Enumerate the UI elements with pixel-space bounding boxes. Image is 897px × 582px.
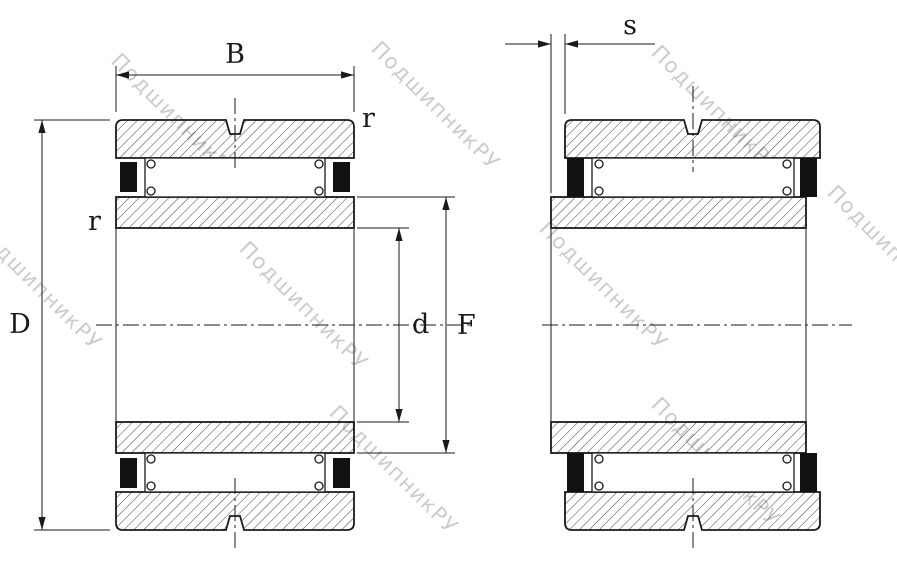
cage-ring-section — [594, 159, 604, 169]
dimension-d: d — [357, 227, 429, 423]
seal-section — [567, 158, 584, 197]
dimension-F: F — [357, 196, 476, 454]
end-block — [333, 458, 350, 488]
watermark-text: ПодшипникРУ — [822, 181, 897, 319]
watermark-text: ПодшипникРУ — [534, 217, 672, 355]
label-width-B: B — [225, 39, 245, 70]
label-raceway-F: F — [457, 310, 476, 341]
dimension-s: s — [505, 10, 655, 193]
cage-ring-section — [146, 186, 156, 196]
inner-ring-bottom-section — [115, 421, 355, 454]
watermark-text: ПодшипникРУ — [234, 237, 372, 375]
inner-ring-top-section — [115, 196, 355, 229]
centerlines — [96, 86, 852, 552]
cage-ring-section — [314, 481, 324, 491]
end-block — [120, 458, 137, 488]
cage-ring-section — [594, 186, 604, 196]
cage-ring-section — [146, 454, 156, 464]
cage-ring-section — [146, 481, 156, 491]
cage-ring-section — [314, 186, 324, 196]
cage-ring-section — [782, 186, 792, 196]
cage-ring-section — [782, 159, 792, 169]
cage-ring-section — [314, 159, 324, 169]
outer-ring-top-section — [564, 119, 821, 159]
end-block — [120, 162, 137, 192]
label-outer-diameter-D: D — [9, 309, 31, 340]
cage-ring-section — [594, 454, 604, 464]
dimension-D: D — [9, 119, 110, 531]
cage-ring-section — [782, 481, 792, 491]
cage-ring-section — [314, 454, 324, 464]
watermark-text: ПодшипникРУ — [366, 37, 504, 175]
inner-ring-top-section — [550, 196, 807, 229]
seal-section — [800, 453, 817, 492]
cage-ring-section — [146, 159, 156, 169]
label-offset-s: s — [623, 10, 637, 41]
inner-ring-bottom-section — [550, 421, 807, 454]
cage-ring-section — [782, 454, 792, 464]
end-block — [333, 162, 350, 192]
cage-ring-section — [594, 481, 604, 491]
label-bore-d: d — [412, 309, 429, 340]
needle-roller-row-top — [591, 157, 795, 198]
dimension-B: B — [115, 39, 355, 112]
seal-section — [800, 158, 817, 197]
label-fillet-r-top: r — [362, 103, 375, 134]
seal-section — [567, 453, 584, 492]
label-fillet-r-left: r — [88, 206, 101, 237]
